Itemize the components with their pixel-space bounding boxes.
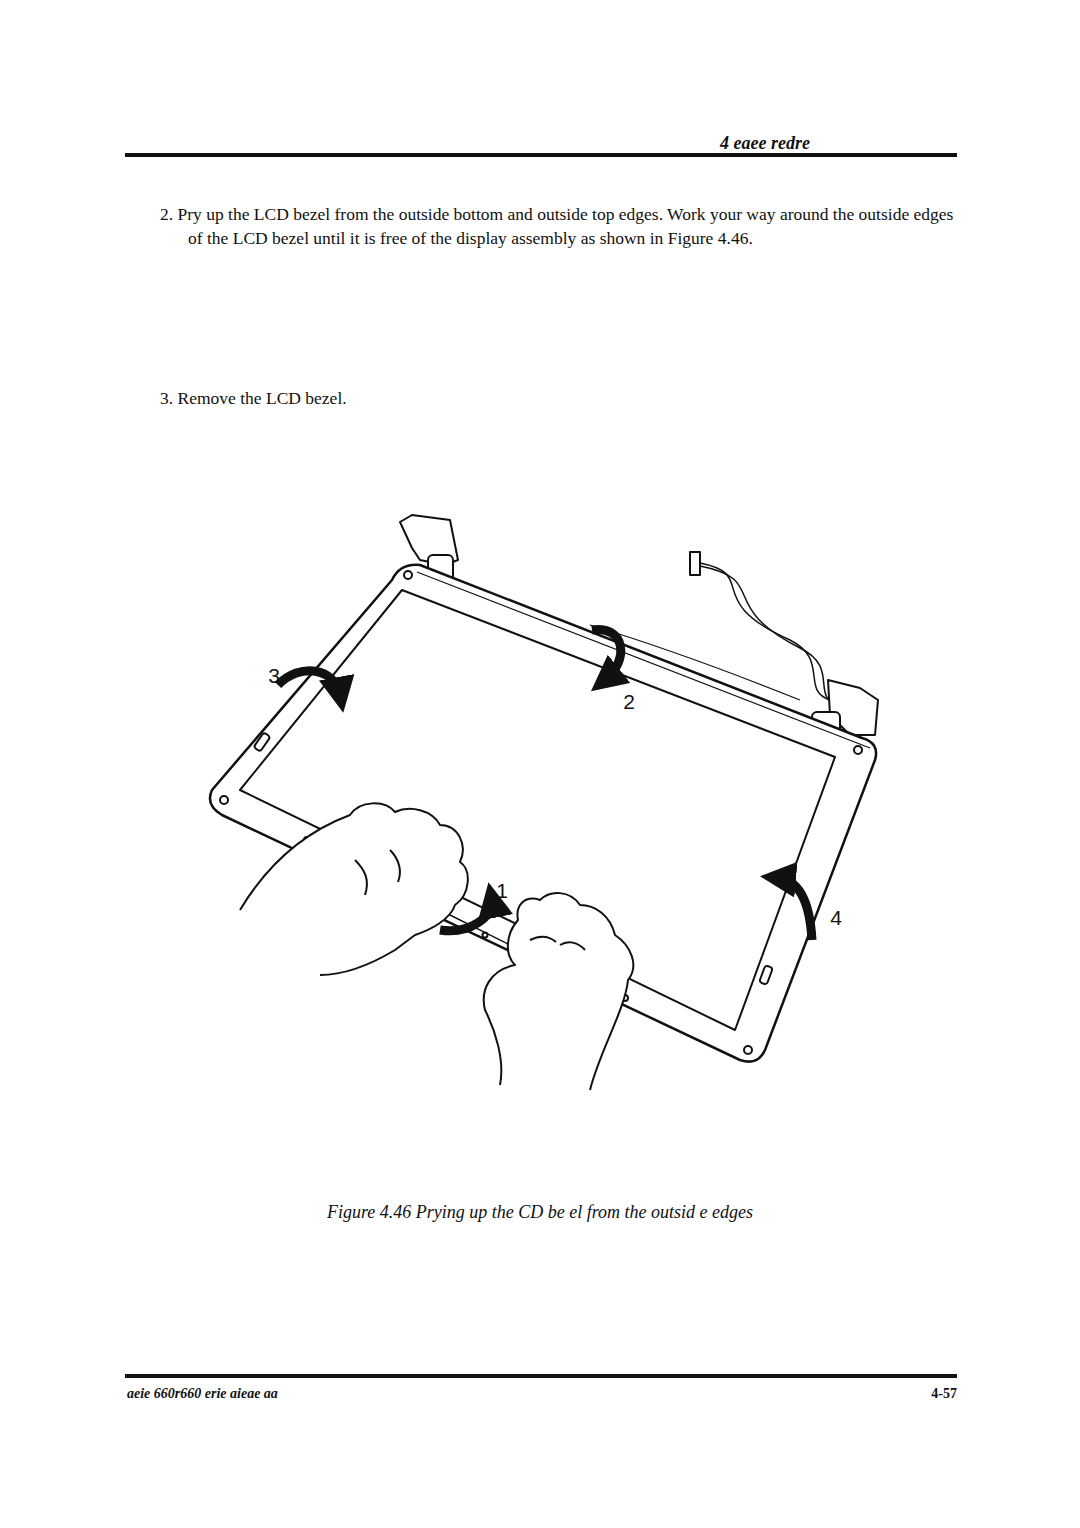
pry-arrow <box>778 878 812 940</box>
pry-arrow <box>278 671 340 695</box>
callout-number: 2 <box>614 688 644 716</box>
callout-number: 4 <box>821 904 851 932</box>
step-text: 2. Pry up the LCD bezel from the outside… <box>160 203 958 250</box>
page-number: 4-57 <box>800 1385 957 1404</box>
running-header: 4 eaee redre <box>720 131 960 155</box>
cable-connector <box>690 552 700 575</box>
step-text: 3. Remove the LCD bezel. <box>160 387 788 411</box>
callout-number: 3 <box>259 662 289 690</box>
footer-text: aeie 660r660 erie aieae aa <box>127 1385 627 1404</box>
left-hand <box>240 803 468 975</box>
pry-arrow <box>440 900 492 931</box>
header-rule <box>125 153 957 157</box>
pry-arrow <box>592 630 621 680</box>
cable <box>700 563 830 700</box>
callout-number: 1 <box>487 877 517 905</box>
footer-rule <box>125 1374 957 1378</box>
right-hand <box>484 893 634 1090</box>
figure-caption: Figure 4.46 Prying up the CD be el from … <box>140 1202 940 1223</box>
